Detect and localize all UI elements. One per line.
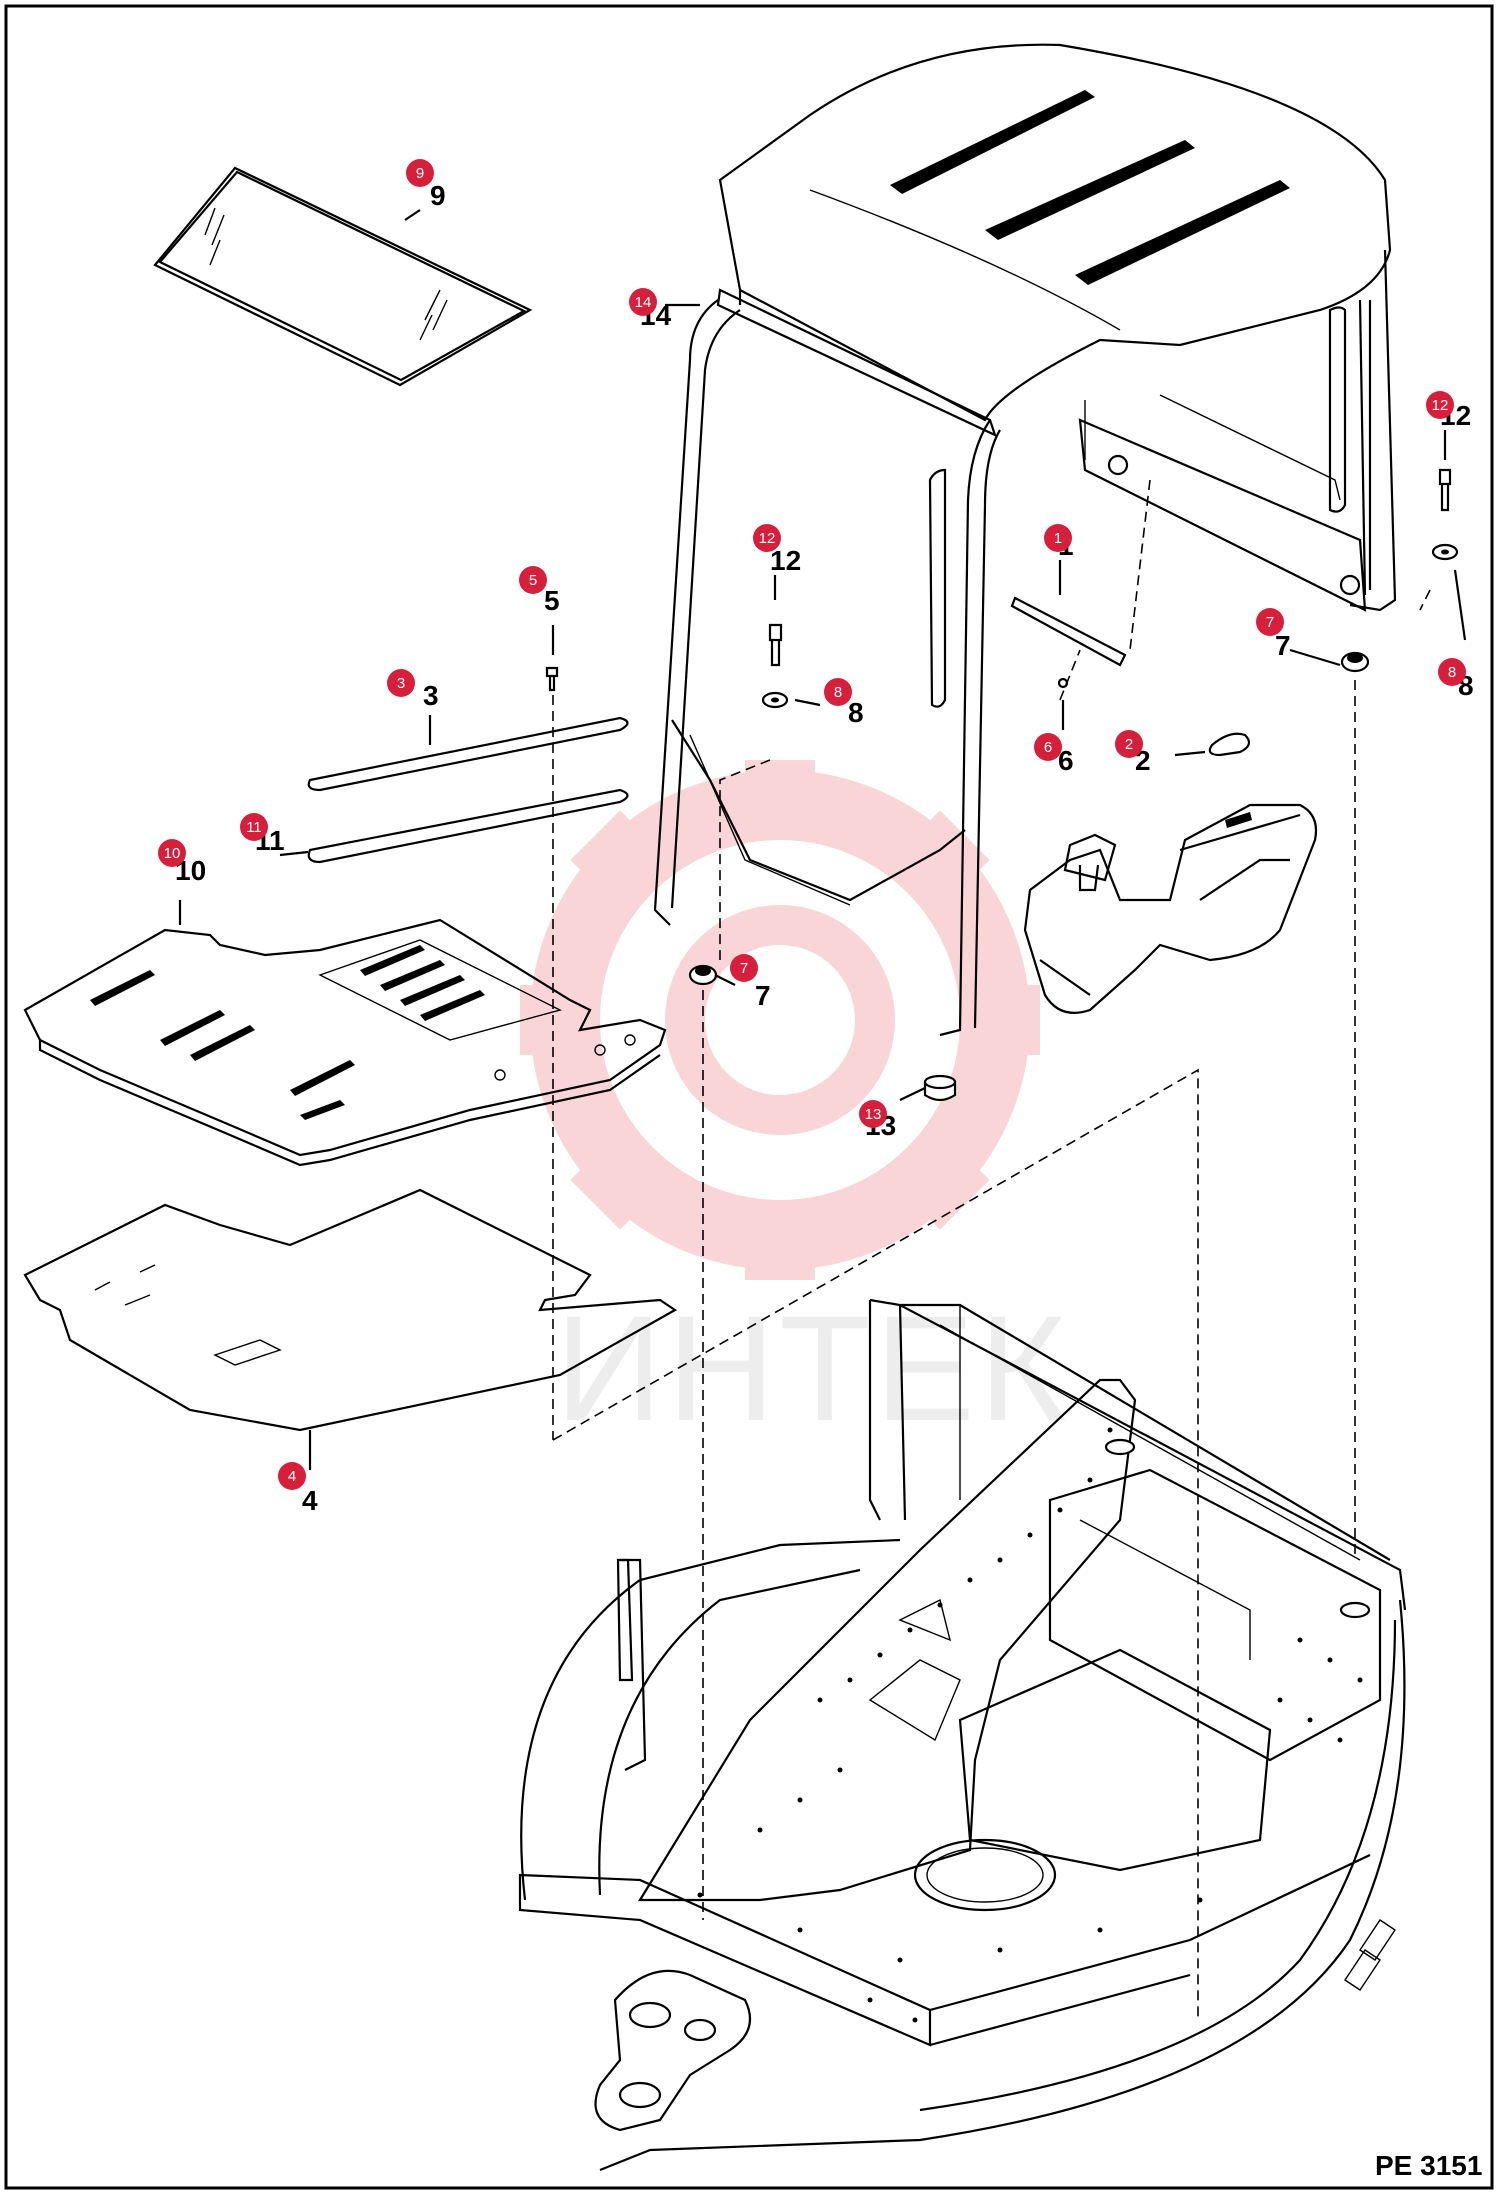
callout-marker-icon <box>158 839 186 867</box>
callout-label: 6 <box>1044 739 1052 756</box>
callout-marker-icon <box>629 288 657 316</box>
callout-marker-icon <box>1115 730 1143 758</box>
callout-marker-icon <box>519 566 547 594</box>
callout-label: 7 <box>740 960 748 977</box>
callout-12[interactable]: 12 <box>1426 391 1454 419</box>
ref-number: 7 <box>755 980 771 1011</box>
callout-marker-icon <box>824 678 852 706</box>
hardware <box>545 468 1459 1102</box>
callout-marker-icon <box>1044 524 1072 552</box>
callout-12[interactable]: 12 <box>753 524 781 552</box>
callout-9[interactable]: 9 <box>406 159 434 187</box>
callout-label: 3 <box>397 675 405 692</box>
callout-2[interactable]: 2 <box>1115 730 1143 758</box>
callout-11[interactable]: 11 <box>240 813 268 841</box>
watermark: ИНТЕК <box>520 760 1070 1452</box>
callout-label: 7 <box>1266 614 1274 631</box>
ref-number: 5 <box>544 585 560 616</box>
part-pad <box>1208 732 1251 757</box>
callout-marker-icon <box>859 1100 887 1128</box>
ref-number: 3 <box>423 680 439 711</box>
callout-13[interactable]: 13 <box>859 1100 887 1128</box>
callout-1[interactable]: 1 <box>1044 524 1072 552</box>
part-control-console <box>1023 803 1318 1014</box>
callout-label: 9 <box>416 165 424 182</box>
callout-marker-icon <box>406 159 434 187</box>
part-floor-mat <box>23 918 667 1167</box>
part-strip <box>1010 596 1127 667</box>
callout-10[interactable]: 10 <box>158 839 186 867</box>
ref-number: 8 <box>848 697 864 728</box>
callout-14[interactable]: 14 <box>629 288 657 316</box>
watermark-text: ИНТЕК <box>555 1284 1070 1452</box>
callout-7[interactable]: 7 <box>730 954 758 982</box>
callout-label: 12 <box>1432 397 1449 414</box>
watermark-gear-icon <box>530 770 1030 1270</box>
callout-4[interactable]: 4 <box>278 1462 306 1490</box>
callout-6[interactable]: 6 <box>1034 733 1062 761</box>
part-glass-panel <box>153 166 533 387</box>
callout-8[interactable]: 8 <box>824 678 852 706</box>
part-upper-frame <box>518 1298 1407 2172</box>
callout-label: 8 <box>1448 664 1456 681</box>
callout-7[interactable]: 7 <box>1256 608 1284 636</box>
callout-marker-icon <box>240 813 268 841</box>
callout-marker-icon <box>1426 391 1454 419</box>
callout-label: 4 <box>288 1468 296 1485</box>
part-seal-lower <box>307 788 629 864</box>
callout-label: 11 <box>246 819 262 836</box>
part-canopy <box>653 43 1397 1037</box>
callout-label: 1 <box>1054 530 1062 547</box>
callout-label: 2 <box>1125 736 1133 753</box>
callout-3[interactable]: 3 <box>387 669 415 697</box>
callout-marker-icon <box>1256 608 1284 636</box>
callout-marker-icon <box>730 954 758 982</box>
callout-marker-icon <box>1438 658 1466 686</box>
ref-number: 6 <box>1058 745 1074 776</box>
ref-number: 9 <box>430 180 446 211</box>
callout-marker-icon <box>387 669 415 697</box>
callout-label: 14 <box>635 294 652 311</box>
assembly-lines <box>552 479 1431 2020</box>
callout-label: 8 <box>834 684 842 701</box>
callout-markers: 9 14 12 12 1 5 7 8 <box>158 159 1466 1490</box>
ref-number: 12 <box>770 545 801 576</box>
callout-5[interactable]: 5 <box>519 566 547 594</box>
part-floor-gasket <box>23 1188 678 1432</box>
page-id: PE 3151 <box>1375 2150 1482 2181</box>
ref-number: 4 <box>302 1485 318 1516</box>
callout-marker-icon <box>753 524 781 552</box>
callout-label: 12 <box>759 530 776 547</box>
callout-8[interactable]: 8 <box>1438 658 1466 686</box>
callout-label: 13 <box>865 1106 882 1123</box>
callout-marker-icon <box>278 1462 306 1490</box>
callout-label: 10 <box>164 845 181 862</box>
part-seal-upper <box>307 716 629 792</box>
callout-marker-icon <box>1034 733 1062 761</box>
page-border <box>4 4 1494 2190</box>
callout-label: 5 <box>529 572 537 589</box>
leader-lines <box>178 209 1467 1470</box>
reference-numerals: 9 14 12 12 1 5 7 8 8 3 6 2 11 10 7 13 4 <box>175 180 1474 1516</box>
ref-number: 7 <box>1275 630 1291 661</box>
